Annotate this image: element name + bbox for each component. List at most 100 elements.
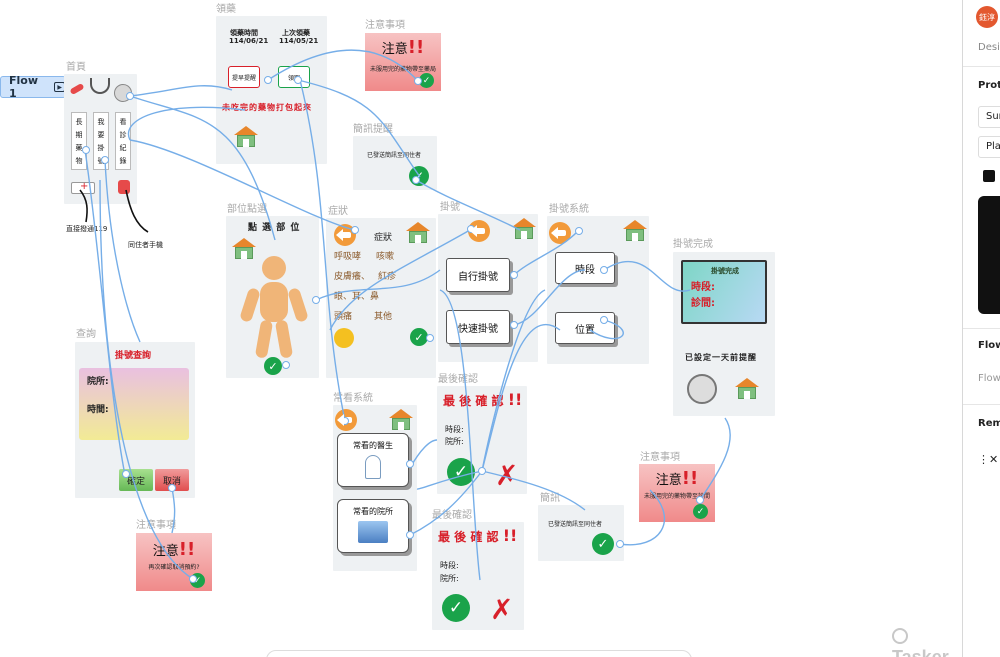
frame-confirm-1[interactable]: 最 後 確 認 !! 時段: 院所: ✓ ✗: [437, 386, 527, 494]
symptom-other[interactable]: 其他: [374, 312, 393, 322]
frame-confirm-2[interactable]: 最 後 確 認 !! 時段: 院所: ✓ ✗: [432, 522, 524, 630]
avatar[interactable]: 鈺淳: [976, 6, 998, 28]
frame-query[interactable]: 掛號查詢 院所: 時間: 確定 取消: [75, 342, 195, 498]
symptom-skin[interactable]: 皮膚癢、: [334, 272, 371, 282]
connection-handle[interactable]: [351, 226, 359, 234]
frequent-clinic-button[interactable]: 常看的院所: [337, 499, 409, 553]
tile-records[interactable]: 看診紀錄: [115, 112, 131, 170]
connection-handle[interactable]: [696, 496, 704, 504]
bottom-toolbar[interactable]: [266, 650, 692, 657]
connection-handle[interactable]: [294, 76, 302, 84]
frame-symptom[interactable]: 症狀 呼吸哮 咳嗽 皮膚癢、 紅疹 眼、耳、鼻 頭痛 其他 ✓: [326, 218, 436, 378]
back-icon[interactable]: [549, 222, 571, 244]
frame-notice-cancel[interactable]: 注意!! 再次確認取消預約? ✓: [136, 533, 212, 591]
connection-handle[interactable]: [168, 484, 176, 492]
remove-icon[interactable]: ⋮✕: [978, 453, 999, 466]
self-register-button[interactable]: 自行掛號: [446, 258, 510, 292]
home-icon[interactable]: [735, 378, 759, 400]
home-icon[interactable]: [406, 222, 430, 244]
last-pickup-head: 上次領藥: [282, 29, 310, 37]
ambulance-icon[interactable]: +: [71, 181, 95, 194]
frame-notice-right[interactable]: 注意!! 未服用完的藥物帶至診間 ✓: [639, 464, 715, 522]
check-icon[interactable]: ✓: [410, 328, 428, 346]
properties-panel[interactable]: 鈺淳 Desi Proto Sur Pla Flow Flow Rem ⋮✕: [962, 0, 1000, 657]
frame-label-reg-done: 掛號完成: [673, 239, 713, 250]
notice-top-text: 未服用完的藥物帶至藥局: [369, 66, 436, 73]
home-icon[interactable]: [232, 238, 256, 260]
check-icon[interactable]: ✓: [264, 357, 282, 375]
reminder-text: 已發送簡訊至同住者: [367, 152, 422, 159]
connection-handle[interactable]: [426, 334, 434, 342]
connection-handle[interactable]: [600, 316, 608, 324]
symptom-ent[interactable]: 眼、耳、鼻: [334, 292, 380, 302]
flow-tag[interactable]: Flow 1 ▶: [0, 74, 66, 100]
home-icon[interactable]: [389, 409, 413, 431]
connection-handle[interactable]: [406, 460, 414, 468]
remind-early-button[interactable]: 提早提醒: [228, 66, 260, 88]
check-icon[interactable]: ✓: [442, 594, 470, 622]
symptom-headache[interactable]: 頭痛: [334, 312, 353, 322]
connection-handle[interactable]: [122, 470, 130, 478]
device-select[interactable]: Sur: [978, 106, 1000, 128]
check-icon[interactable]: ✓: [693, 504, 708, 519]
design-tab[interactable]: Desi: [978, 42, 1000, 53]
connection-handle[interactable]: [312, 296, 320, 304]
home-icon[interactable]: [623, 220, 647, 242]
connection-handle[interactable]: [189, 575, 197, 583]
frame-body-part[interactable]: 點 選 部 位 ✓: [226, 216, 319, 378]
symptom-cough[interactable]: 咳嗽: [376, 252, 395, 262]
phone-icon[interactable]: [118, 180, 130, 194]
connection-handle[interactable]: [406, 531, 414, 539]
connection-handle[interactable]: [478, 467, 486, 475]
connection-handle[interactable]: [414, 77, 422, 85]
home-icon[interactable]: [234, 126, 258, 148]
notice-right-text: 未服用完的藥物帶至診間: [643, 493, 710, 500]
frame-reg-done[interactable]: 掛號完成 時段: 診間: 已設定一天前提醒: [673, 252, 775, 416]
symptom-breathing[interactable]: 呼吸哮: [334, 252, 362, 262]
x-icon[interactable]: ✗: [495, 459, 519, 492]
pill-icon: [69, 82, 85, 96]
frame-register[interactable]: 自行掛號 快速掛號: [438, 214, 538, 362]
check-icon[interactable]: ✓: [592, 533, 614, 555]
symptom-rash[interactable]: 紅疹: [378, 272, 397, 282]
check-icon[interactable]: ✓: [419, 73, 434, 88]
connection-handle[interactable]: [101, 156, 109, 164]
connection-handle[interactable]: [510, 321, 518, 329]
platform-select[interactable]: Pla: [978, 136, 1000, 158]
check-icon[interactable]: ✓: [447, 458, 475, 486]
pickup-time-head: 領藥時間: [230, 29, 258, 37]
home-icon[interactable]: [512, 218, 536, 240]
connection-handle[interactable]: [264, 76, 272, 84]
frequent-doctor-button[interactable]: 常看的醫生: [337, 433, 409, 487]
frame-notice-top[interactable]: 注意!! 未服用完的藥物帶至藥局 ✓: [365, 33, 441, 91]
connection-handle[interactable]: [616, 540, 624, 548]
symptom-header: 症狀: [374, 233, 393, 243]
back-icon[interactable]: [468, 220, 490, 242]
connection-handle[interactable]: [575, 227, 583, 235]
connection-handle[interactable]: [412, 176, 420, 184]
query-title: 掛號查詢: [115, 351, 152, 361]
frame-frequent[interactable]: 常看的醫生 常看的院所: [333, 405, 417, 571]
query-hospital: 院所:: [87, 377, 109, 387]
tile-long-term-meds[interactable]: 長期藥物: [71, 112, 87, 170]
connection-handle[interactable]: [126, 92, 134, 100]
color-swatch[interactable]: [983, 170, 995, 182]
frame-reminder[interactable]: 已發送簡訊至同住者 ✓: [353, 136, 437, 190]
quick-register-button[interactable]: 快速掛號: [446, 310, 510, 344]
query-panel: 院所: 時間:: [79, 368, 189, 440]
connection-handle[interactable]: [82, 146, 90, 154]
body-figure[interactable]: [239, 254, 309, 364]
connection-handle[interactable]: [510, 271, 518, 279]
flow-item[interactable]: Flow: [978, 373, 1000, 384]
check-icon[interactable]: ✓: [409, 166, 429, 186]
frame-sms[interactable]: 已發送簡訊至同住者 ✓: [538, 505, 624, 561]
watermark-logo-icon: [892, 628, 908, 644]
x-icon[interactable]: ✗: [490, 593, 514, 626]
frame-reg-system[interactable]: 時段 位置: [547, 216, 649, 364]
connection-handle[interactable]: [282, 361, 290, 369]
frame-pickup[interactable]: 領藥時間 114/06/21 上次領藥 114/05/21 提早提醒 領取 未吃…: [216, 16, 327, 164]
connection-handle[interactable]: [600, 266, 608, 274]
stethoscope-icon: [90, 78, 110, 94]
roommate-caption: 同住者手機: [128, 241, 163, 249]
